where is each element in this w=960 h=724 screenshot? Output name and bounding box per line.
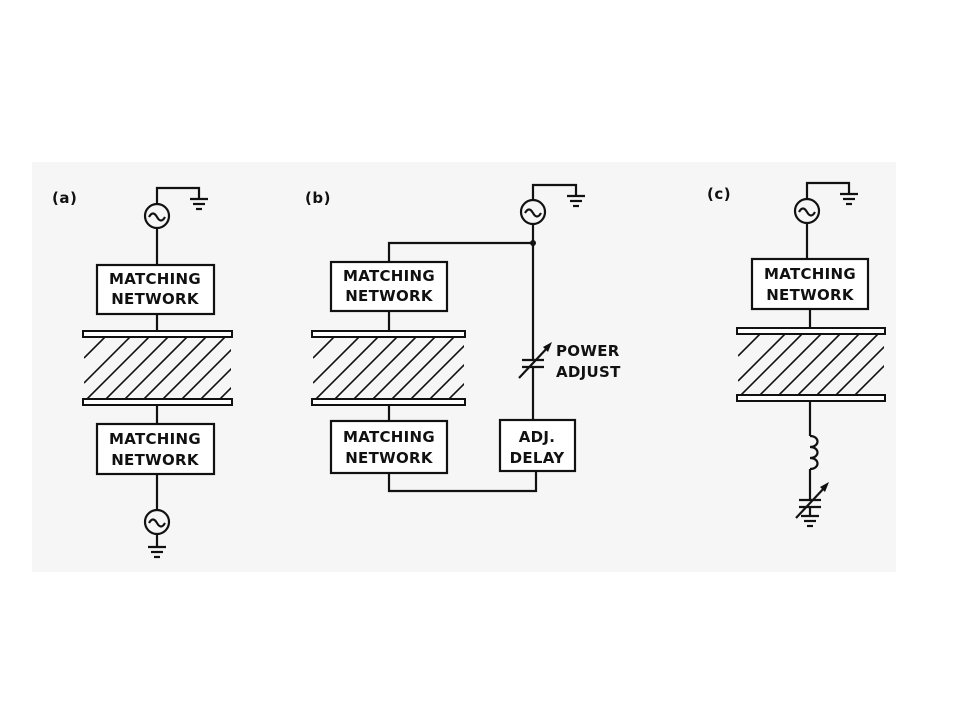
panel-a: (a) MATCHING NETWORK [52, 186, 233, 559]
variable-capacitor-icon [518, 342, 552, 379]
svg-text:NETWORK: NETWORK [111, 290, 200, 308]
panel-c: (c) MATCHING NETWORK [707, 181, 886, 528]
ground-wire [531, 183, 578, 200]
electrode-top-c [736, 327, 886, 335]
svg-text:NETWORK: NETWORK [345, 287, 434, 305]
electrode-top-a [82, 330, 233, 338]
svg-text:MATCHING: MATCHING [109, 430, 201, 448]
ground-icon [801, 514, 819, 528]
ground-wire [805, 181, 851, 199]
electrode-bottom-c [736, 394, 886, 402]
electrode-top-b [311, 330, 466, 338]
hatched-sample-b [313, 336, 464, 400]
panel-label-b: (b) [305, 189, 331, 207]
svg-text:MATCHING: MATCHING [109, 270, 201, 288]
ground-icon [567, 194, 585, 208]
svg-text:ADJ.: ADJ. [519, 428, 556, 446]
svg-text:DELAY: DELAY [510, 449, 566, 467]
electrode-bottom-b [311, 398, 466, 406]
matching-network-top-a: MATCHING NETWORK [95, 263, 216, 316]
svg-text:MATCHING: MATCHING [343, 428, 435, 446]
electrode-bottom-a [82, 398, 233, 406]
adjustable-delay-box: ADJ. DELAY [498, 418, 577, 473]
ground-icon [190, 197, 208, 211]
matching-network-top-b: MATCHING NETWORK [329, 260, 449, 313]
matching-network-top-c: MATCHING NETWORK [750, 257, 870, 311]
ground-wire [155, 186, 201, 204]
svg-text:NETWORK: NETWORK [111, 451, 200, 469]
panel-label-c: (c) [707, 185, 731, 203]
panel-label-a: (a) [52, 189, 77, 207]
svg-text:POWER: POWER [556, 342, 620, 360]
svg-text:MATCHING: MATCHING [343, 267, 435, 285]
hatched-sample-a [84, 336, 231, 400]
ground-icon [148, 545, 166, 559]
svg-text:NETWORK: NETWORK [766, 286, 855, 304]
ground-icon [840, 192, 858, 206]
svg-text:ADJUST: ADJUST [556, 363, 621, 381]
svg-text:MATCHING: MATCHING [764, 265, 856, 283]
panel-b: (b) MATCHING NETWORK [305, 183, 621, 493]
wire [387, 241, 533, 262]
hatched-sample-c [738, 334, 884, 396]
svg-text:NETWORK: NETWORK [345, 449, 434, 467]
wire [387, 471, 538, 493]
matching-network-bottom-a: MATCHING NETWORK [95, 422, 216, 476]
matching-network-bottom-b: MATCHING NETWORK [329, 419, 449, 475]
inductor-icon [809, 434, 819, 471]
power-adjust-label: POWER ADJUST [556, 342, 621, 381]
